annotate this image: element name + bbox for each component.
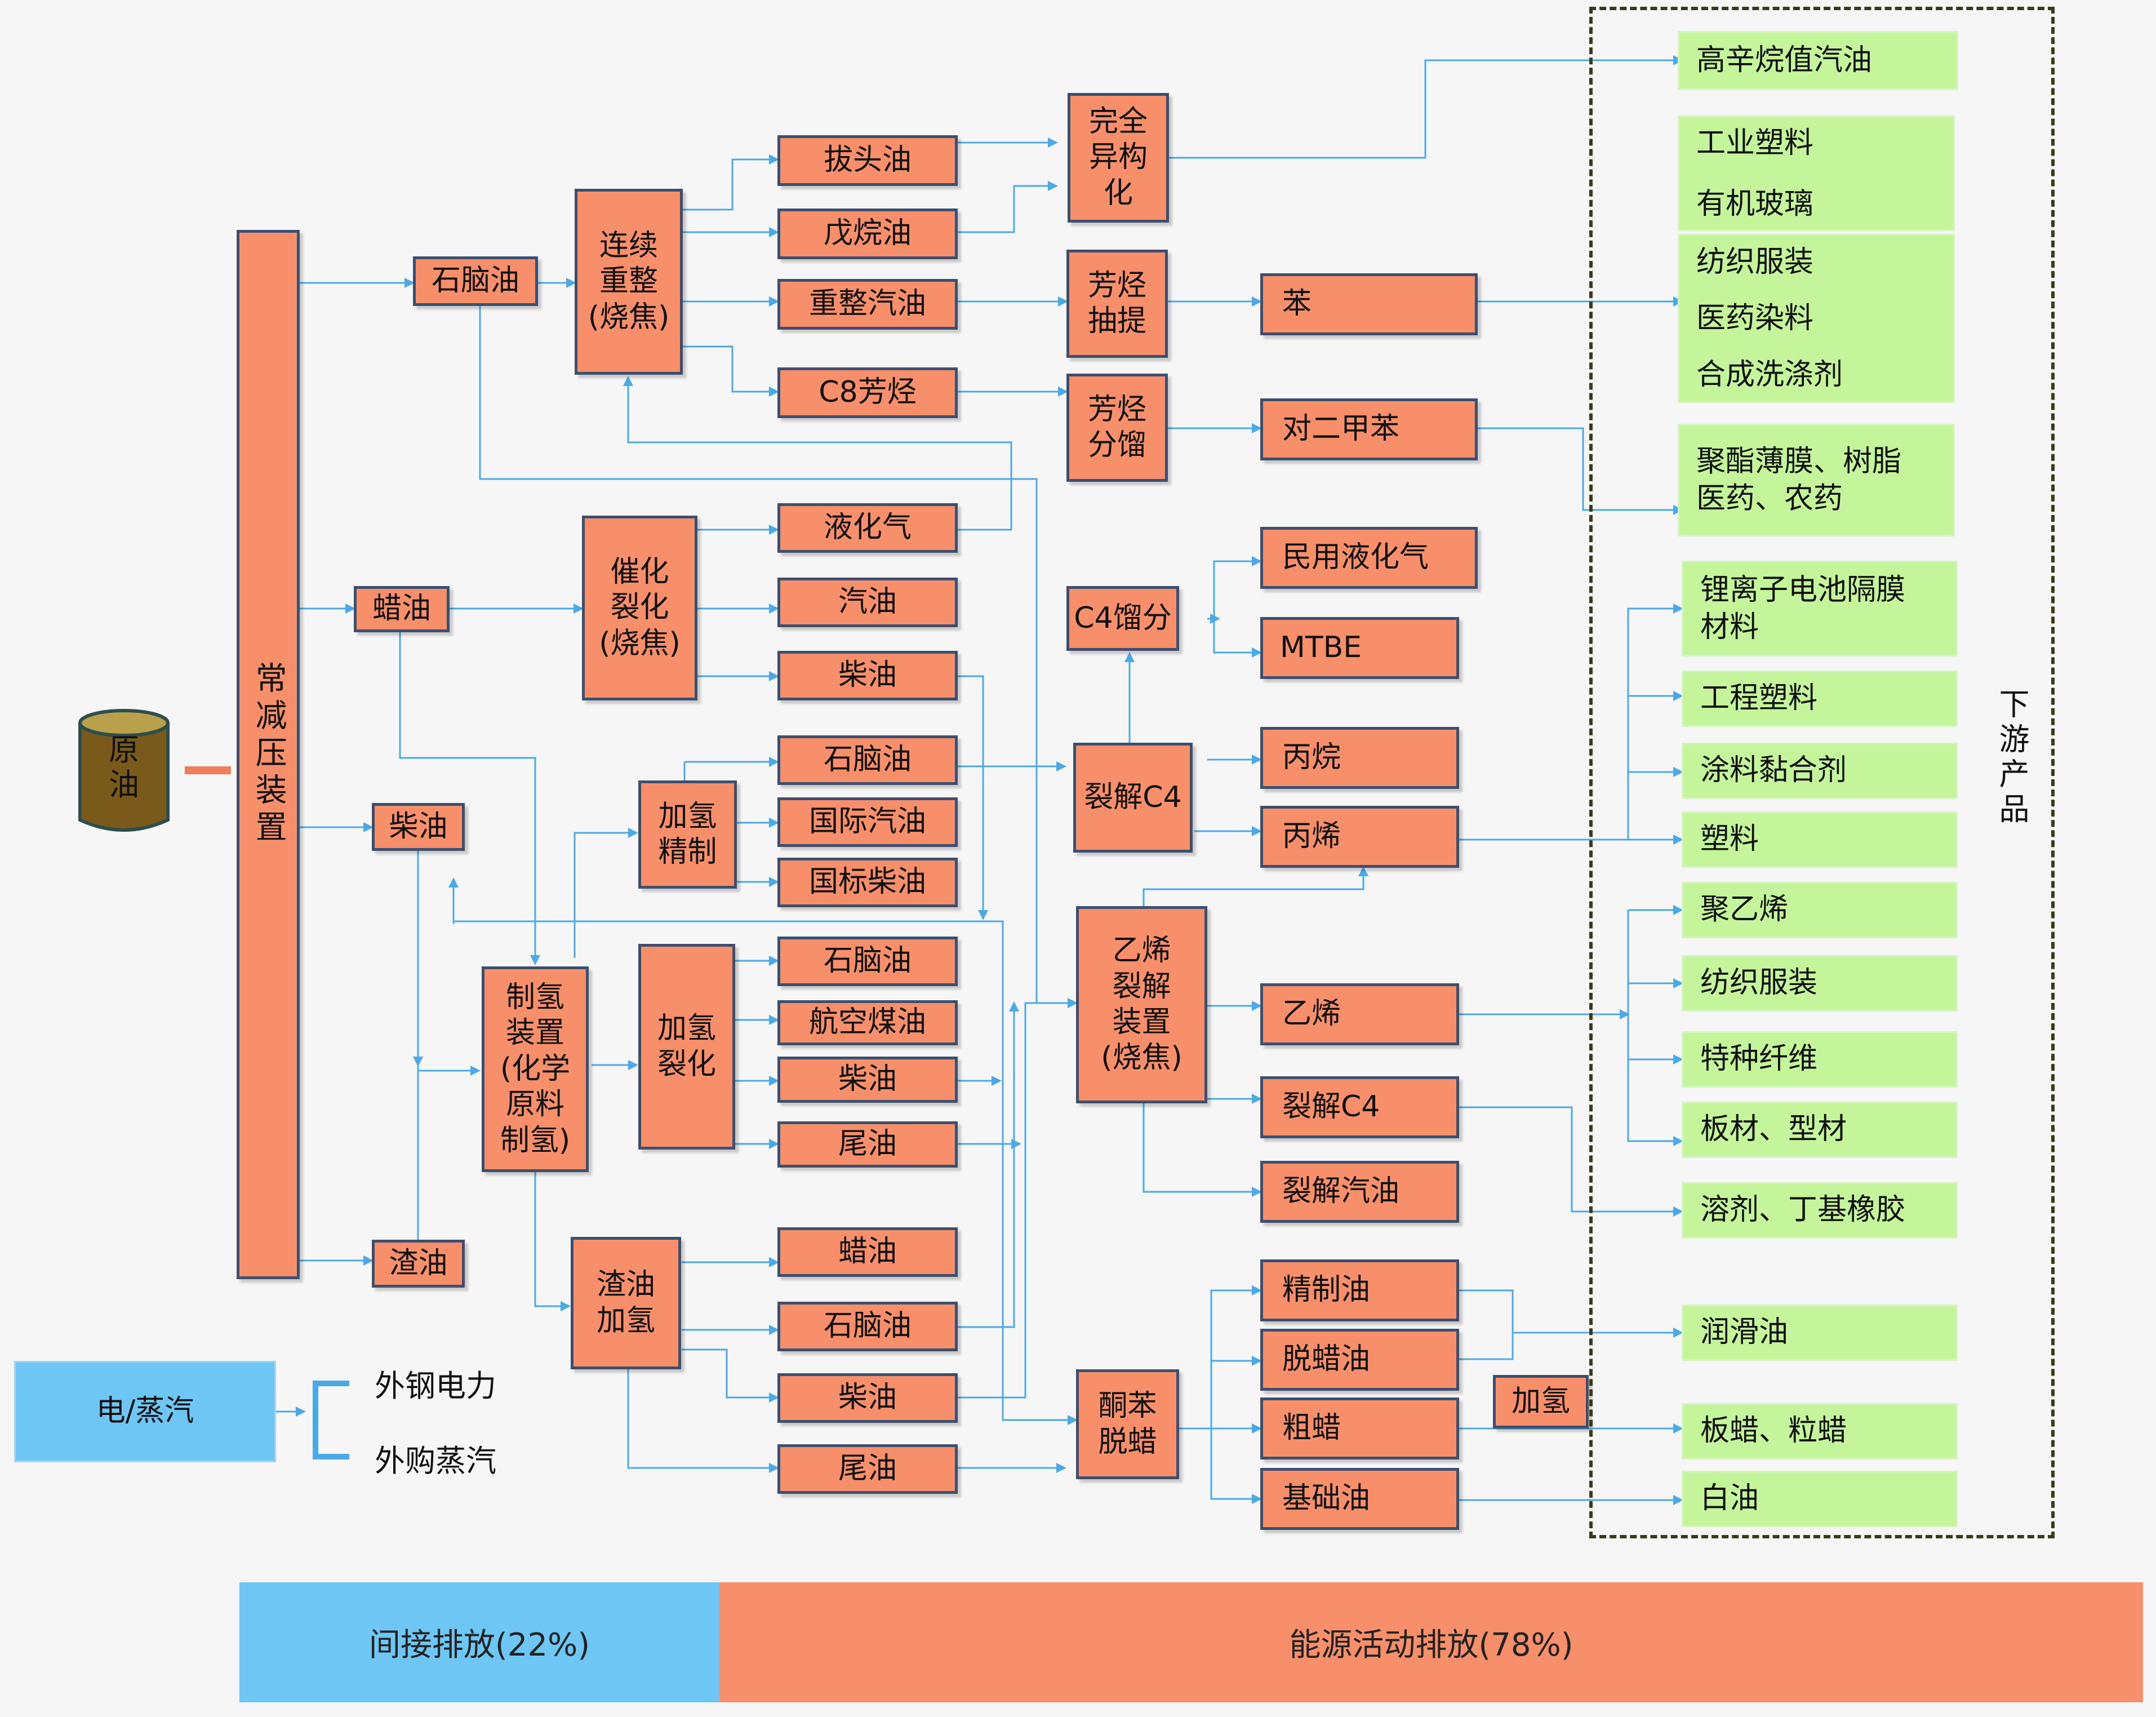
energy-item-steam: 外购蒸汽 [375,1443,496,1479]
hydrofining-product: 石脑油 [777,735,958,785]
residue-hydro-product: 蜡油 [777,1227,958,1277]
reforming-unit: 连续 重整 (烧焦) [575,189,683,375]
energy-activity-emission-band: 能源活动排放(78%) [719,1582,2143,1702]
cracked-c4: 裂解C4 [1260,1076,1459,1138]
aromatics-extraction-unit: 芳烃 抽提 [1066,250,1168,358]
fraction-diesel: 柴油 [372,803,465,851]
fraction-naphtha: 石脑油 [413,256,538,306]
residue-hydro-product: 柴油 [777,1373,958,1423]
propane: 丙烷 [1260,727,1459,789]
benzene: 苯 [1260,273,1478,335]
downstream-product: 聚酯薄膜、树脂 医药、农药 [1678,424,1955,536]
reforming-product: C8芳烃 [777,367,958,418]
downstream-product: 润滑油 [1682,1305,1958,1361]
atmospheric-vacuum-unit: 常减压装置 [237,230,300,1279]
hydrogenation-unit: 加氢 [1493,1375,1589,1428]
downstream-product: 板材、型材 [1682,1102,1958,1158]
fraction-residue: 渣油 [372,1240,465,1288]
downstream-region [1589,7,2055,1538]
hydrocracking-product: 航空煤油 [777,1000,958,1045]
mtbe: MTBE [1260,617,1459,679]
downstream-product: 纺织服装 [1682,955,1958,1011]
fcc-product: 柴油 [777,651,958,700]
downstream-product: 板蜡、粒蜡 [1682,1403,1958,1459]
fcc-product: 液化气 [777,503,958,553]
downstream-product: 纺织服装 医药染料 合成洗涤剂 [1678,234,1955,403]
residue-hydro-product: 尾油 [777,1444,958,1494]
downstream-product: 高辛烷值汽油 [1678,31,1958,90]
hydrocracking-product: 石脑油 [777,937,958,986]
downstream-label: 下游产品 [1993,688,2029,828]
downstream-product: 工业塑料 有机玻璃 [1678,116,1955,231]
fcc-product: 汽油 [777,578,958,627]
refined-oil: 精制油 [1260,1259,1459,1321]
downstream-product: 聚乙烯 [1682,882,1958,938]
hydrofining-unit: 加氢 精制 [638,780,737,889]
propylene: 丙烯 [1260,806,1459,868]
crude-oil-label: 原 油 [109,732,139,802]
dewaxed-oil: 脱蜡油 [1260,1329,1459,1391]
ethylene-cracker-unit: 乙烯 裂解 装置 (烧焦) [1076,906,1207,1103]
ethylene: 乙烯 [1260,983,1459,1045]
cracked-gasoline: 裂解汽油 [1260,1161,1459,1223]
hydrofining-product: 国际汽油 [777,797,958,847]
residue-hydro-product: 石脑油 [777,1302,958,1351]
energy-item-power: 外钢电力 [375,1368,496,1404]
fcc-unit: 催化 裂化 (烧焦) [582,516,697,700]
hydrocracking-unit: 加氢 裂化 [638,944,735,1150]
isomerization-unit: 完全 异构 化 [1068,93,1169,223]
downstream-product: 工程塑料 [1682,671,1958,727]
downstream-product: 溶剂、丁基橡胶 [1682,1182,1958,1239]
reforming-product: 重整汽油 [777,279,958,330]
crude-oil-drum-icon [78,709,170,832]
reforming-product: 拔头油 [777,135,958,186]
hydrocracking-product: 柴油 [777,1057,958,1103]
indirect-emission-band: 间接排放(22%) [239,1582,719,1702]
slack-wax: 粗蜡 [1260,1397,1459,1459]
residue-hydro-unit: 渣油 加氢 [571,1237,681,1369]
base-oil: 基础油 [1260,1468,1459,1530]
hydrogen-production-unit: 制氢 装置 (化学 原料 制氢) [482,966,589,1172]
downstream-product: 白油 [1682,1471,1958,1527]
reforming-product: 戊烷油 [777,208,958,259]
downstream-product: 特种纤维 [1682,1031,1958,1088]
c4-fractionation-unit: C4馏分 [1066,586,1179,651]
hydrofining-product: 国标柴油 [777,858,958,907]
hydrocracking-product: 尾油 [777,1121,958,1168]
downstream-product: 塑料 [1682,811,1958,868]
aromatics-fractionation-unit: 芳烃 分馏 [1066,374,1168,482]
civil-lpg: 民用液化气 [1260,527,1478,589]
energy-source: 电/蒸汽 [14,1361,276,1462]
ketone-benzol-dewaxing-unit: 酮苯 脱蜡 [1076,1369,1179,1479]
cracked-c4-unit: 裂解C4 [1073,743,1193,853]
downstream-product: 涂料黏合剂 [1682,743,1958,799]
paraxylene: 对二甲苯 [1260,398,1478,460]
downstream-product: 锂离子电池隔膜 材料 [1682,561,1958,656]
fraction-wax-oil: 蜡油 [354,586,450,632]
